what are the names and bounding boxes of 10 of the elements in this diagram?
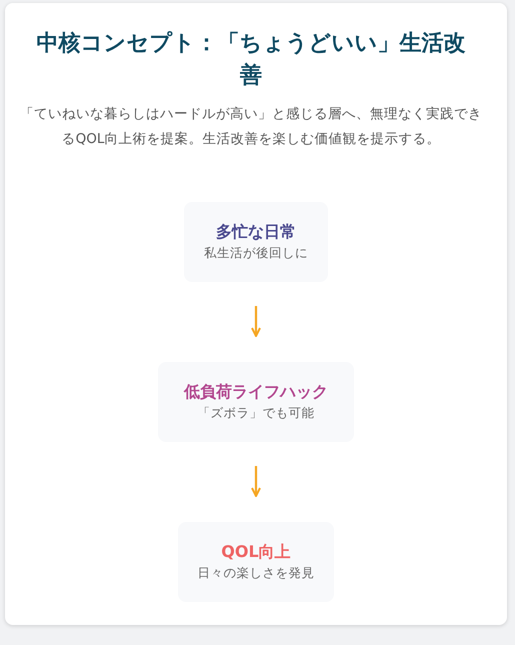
arrow bbox=[251, 306, 261, 337]
step-note: 「ズボラ」でも可能 bbox=[198, 404, 314, 422]
step-heading: QOL向上 bbox=[221, 541, 291, 563]
step-heading: 多忙な日常 bbox=[216, 221, 296, 243]
step-note: 日々の楽しさを発見 bbox=[198, 564, 314, 582]
title: 中核コンセプト：「ちょうどいい」生活改善 bbox=[36, 30, 466, 90]
description: 「ていねいな暮らしはハードルが高い」と感じる層へ、無理なく実践できるQOL向上術を提案。生活改善を楽しむ価値観を提示する。 bbox=[19, 105, 483, 149]
arrow bbox=[251, 466, 261, 497]
step-heading: 低負荷ライフハック bbox=[184, 381, 328, 403]
step-note: 私生活が後回しに bbox=[204, 244, 308, 262]
